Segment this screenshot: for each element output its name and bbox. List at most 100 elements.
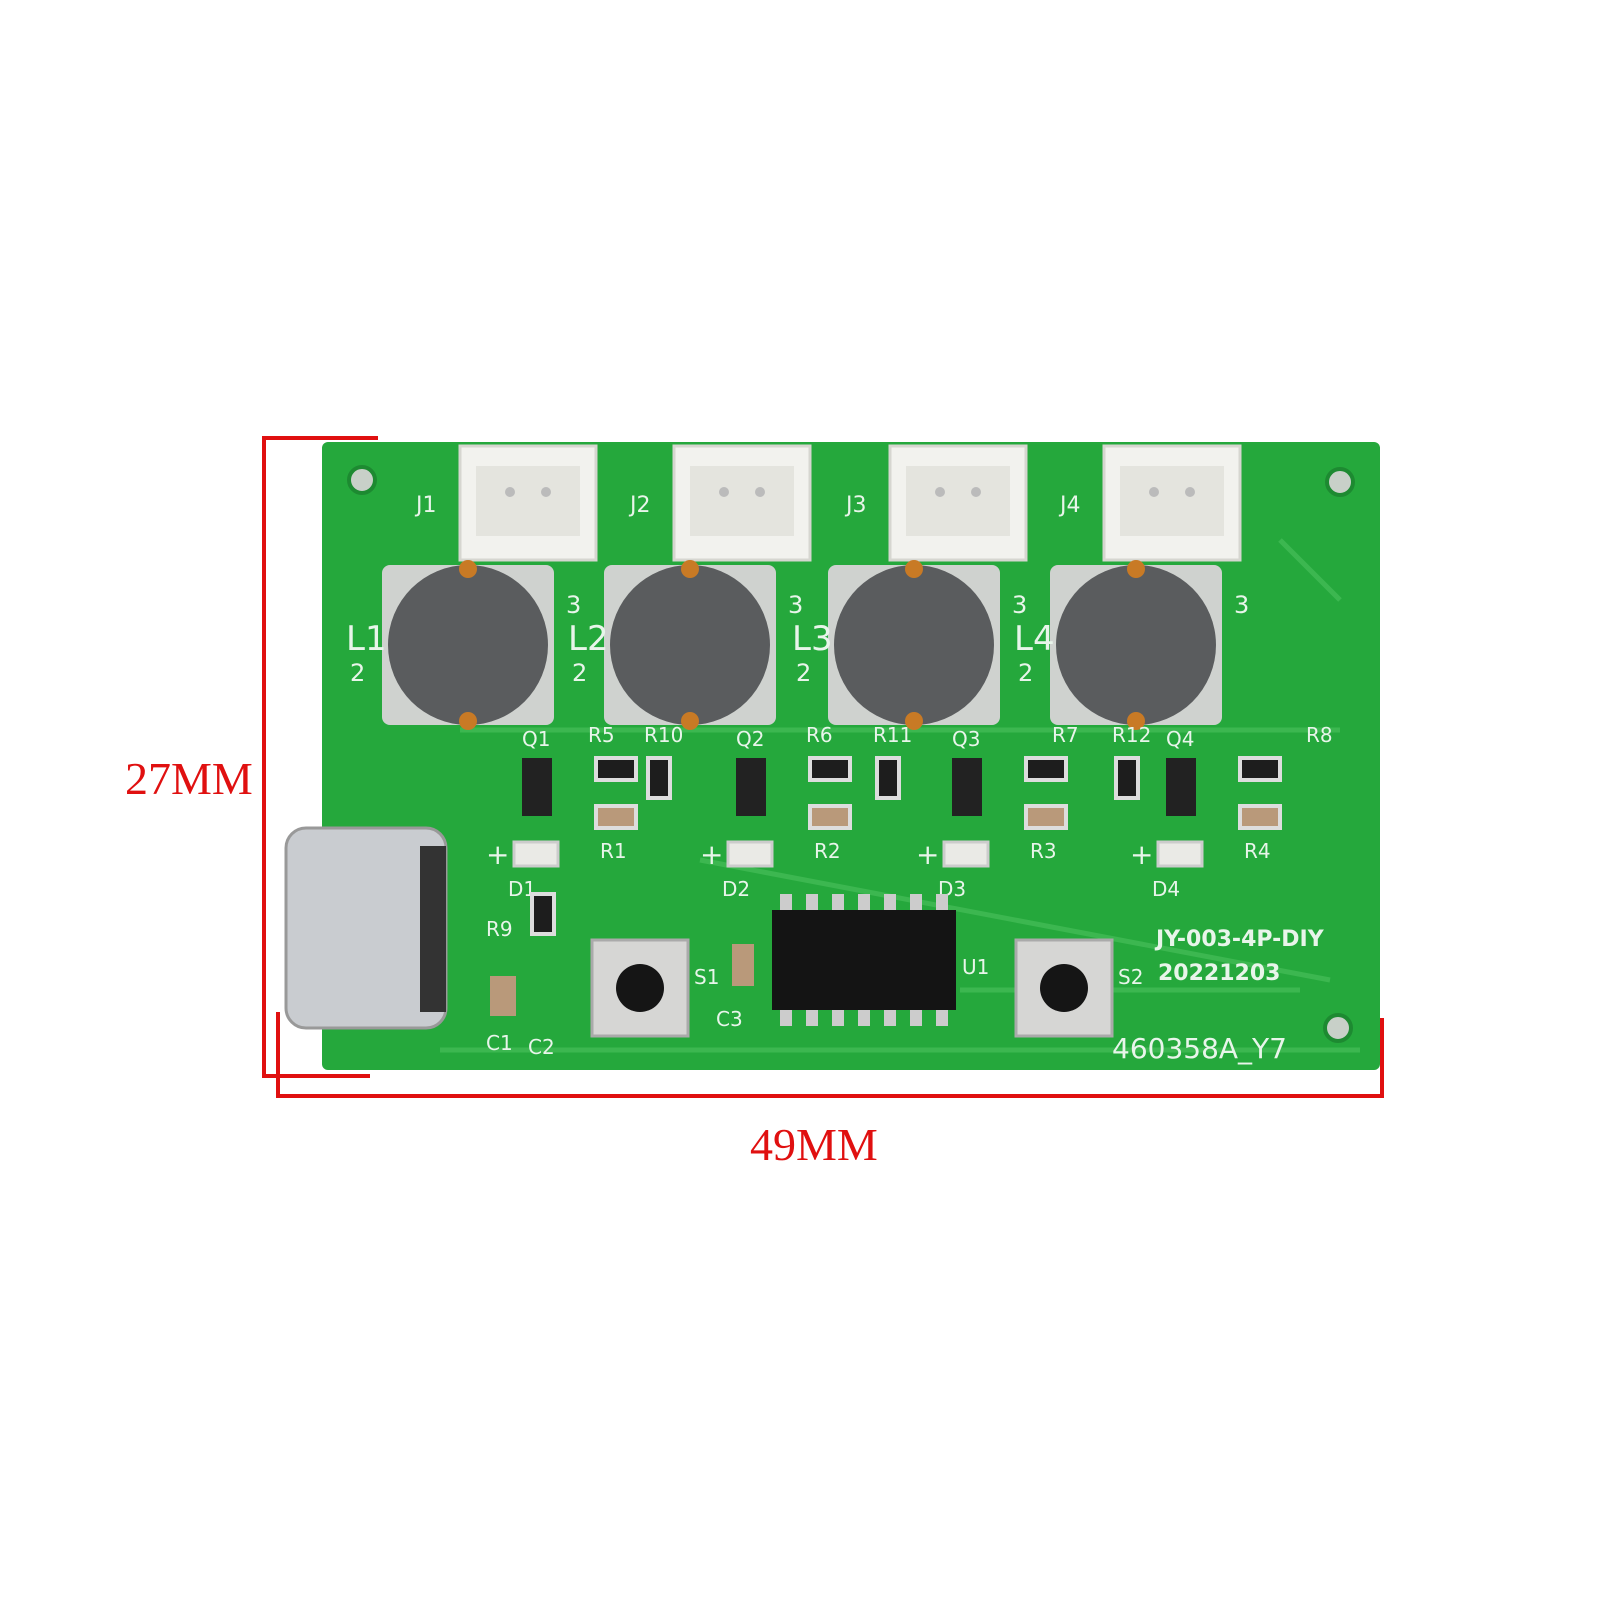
led-polarity-mark: +: [486, 838, 509, 871]
transistor-Q2: [736, 758, 766, 816]
resistor: [594, 756, 638, 782]
inductor-L2: [610, 565, 770, 725]
resistor: [1024, 756, 1068, 782]
switch-label: S2: [1118, 965, 1143, 989]
ic-pin: [780, 1010, 792, 1026]
inductor-pin-label: 3: [566, 591, 581, 619]
connector-label: J4: [1058, 493, 1081, 518]
mounting-hole: [1323, 1013, 1353, 1043]
connector-label: J3: [844, 493, 867, 518]
ic-pin: [884, 894, 896, 910]
pcb-trace: [1278, 538, 1342, 602]
inductor-winding: [1127, 712, 1145, 730]
inductor-winding: [459, 560, 477, 578]
switch-label: S1: [694, 965, 719, 989]
mounting-hole: [1325, 467, 1355, 497]
inductor-pin-label: 2: [796, 659, 811, 687]
inductor-pin-label: 3: [1234, 591, 1249, 619]
connector-pin: [719, 487, 729, 497]
capacitor: [1238, 804, 1282, 830]
connector-socket: [690, 466, 794, 536]
inductor-pin-label: 2: [1018, 659, 1033, 687]
led-label: D2: [722, 877, 750, 901]
inductor-winding: [905, 712, 923, 730]
ic-pin: [858, 1010, 870, 1026]
transistor-Q4: [1166, 758, 1196, 816]
ic-U1: [772, 910, 956, 1010]
inductor-winding: [1127, 560, 1145, 578]
model-text: JY-003-4P-DIY: [1154, 927, 1325, 952]
date-text: 20221203: [1158, 961, 1280, 986]
inductor-pin-label: 3: [788, 591, 803, 619]
inductor-pin-label: 3: [1012, 591, 1027, 619]
pcb-trace: [699, 857, 1331, 983]
inductor-winding: [905, 560, 923, 578]
ic-pin: [858, 894, 870, 910]
inductor-winding: [459, 712, 477, 730]
resistor-label: R11: [873, 723, 912, 747]
component-label: C1: [486, 1031, 513, 1055]
height-dimension-label: 27MM: [125, 753, 253, 804]
component-label: R9: [486, 917, 513, 941]
transistor-label: Q4: [1166, 727, 1194, 751]
connector-pin: [935, 487, 945, 497]
component-label: U1: [962, 955, 989, 979]
connector-pin: [1185, 487, 1195, 497]
transistor-label: Q2: [736, 727, 764, 751]
height-dimension-line: [262, 436, 378, 1078]
inductor-label: L4: [1014, 619, 1055, 659]
led-label: D4: [1152, 877, 1180, 901]
led-polarity-mark: +: [1130, 838, 1153, 871]
led-D4: [1156, 840, 1204, 868]
capacitor: [594, 804, 638, 830]
component-label: C2: [528, 1035, 555, 1059]
resistor-label: R8: [1306, 723, 1333, 747]
ic-pin: [884, 1010, 896, 1026]
resistor-label: R2: [814, 839, 841, 863]
inductor-winding: [681, 712, 699, 730]
led-polarity-mark: +: [916, 838, 939, 871]
connector-pin: [505, 487, 515, 497]
ic-pin: [832, 1010, 844, 1026]
ic-pin: [936, 1010, 948, 1026]
resistor-label: R1: [600, 839, 627, 863]
resistor-label: R10: [644, 723, 683, 747]
tact-switch-button: [616, 964, 664, 1012]
mounting-hole: [347, 465, 377, 495]
resistor: [1238, 756, 1282, 782]
capacitor: [808, 804, 852, 830]
ic-pin: [806, 1010, 818, 1026]
component-label: C3: [716, 1007, 743, 1031]
inductor-L3: [834, 565, 994, 725]
connector-pin: [1149, 487, 1159, 497]
inductor-pin-label: 2: [572, 659, 587, 687]
resistor: [1114, 756, 1140, 800]
transistor-label: Q3: [952, 727, 980, 751]
led-D3: [942, 840, 990, 868]
transistor-label: Q1: [522, 727, 550, 751]
resistor-R9: [530, 892, 556, 936]
ic-pin: [832, 894, 844, 910]
transistor-Q3: [952, 758, 982, 816]
capacitor-C1: [490, 976, 516, 1016]
transistor-Q1: [522, 758, 552, 816]
tact-switch-button: [1040, 964, 1088, 1012]
inductor-L1: [388, 565, 548, 725]
resistor-label: R4: [1244, 839, 1271, 863]
led-D1: [512, 840, 560, 868]
connector-pin: [541, 487, 551, 497]
resistor-label: R6: [806, 723, 833, 747]
width-dimension-line: [276, 1012, 1384, 1098]
connector-label: J1: [414, 493, 437, 518]
ic-pin: [936, 894, 948, 910]
resistor: [875, 756, 901, 800]
connector-socket: [1120, 466, 1224, 536]
serial-text: 460358A_Y7: [1112, 1032, 1287, 1065]
resistor: [808, 756, 852, 782]
connector-pin: [971, 487, 981, 497]
resistor-label: R5: [588, 723, 615, 747]
inductor-L4: [1056, 565, 1216, 725]
inductor-winding: [681, 560, 699, 578]
